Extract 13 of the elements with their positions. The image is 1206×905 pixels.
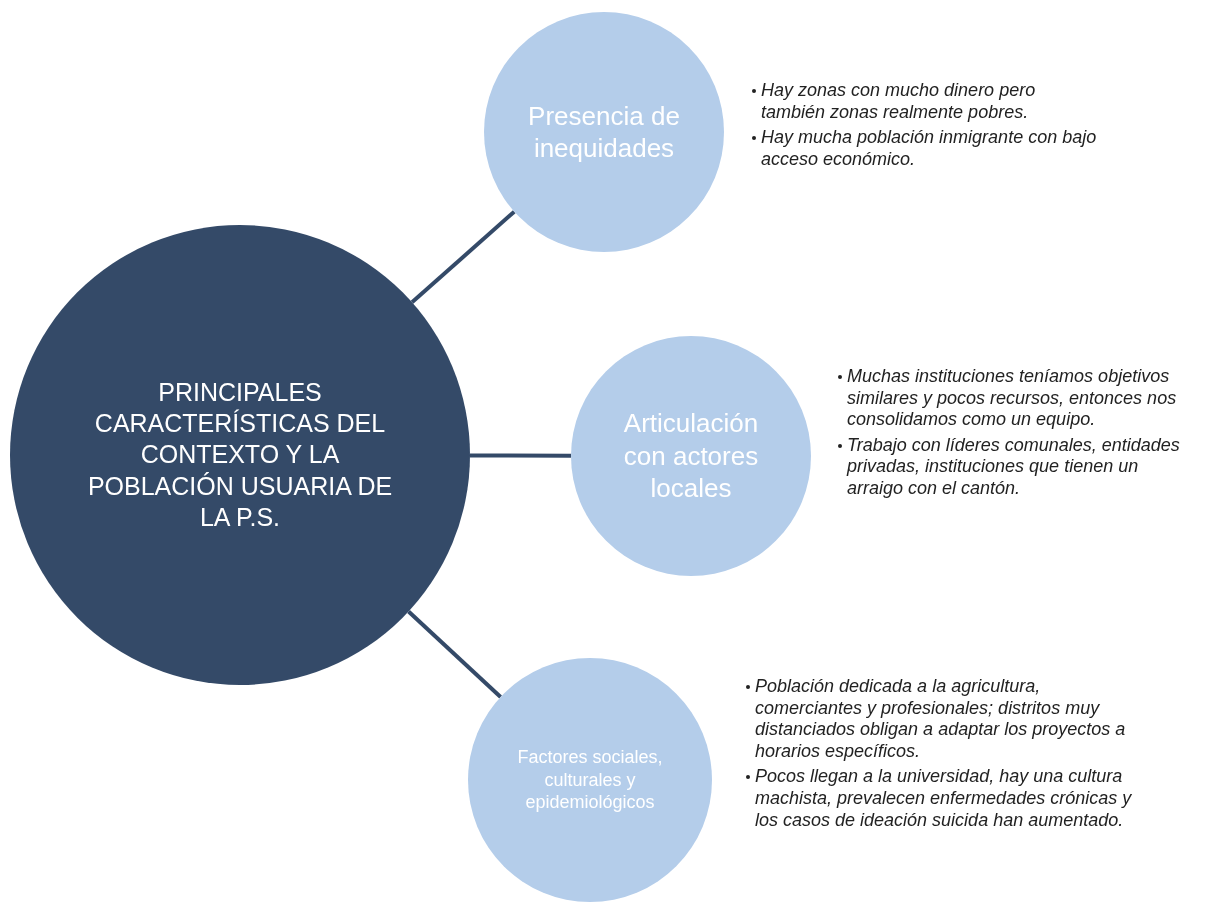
connector-line	[407, 610, 502, 699]
bullet-text: Trabajo con líderes comunales, entidades privadas, instituciones que tienen un arraigo con el cantón.	[847, 434, 1181, 500]
bullet-text: Población dedicada a la agricultura, comerciantes y profesionales; distritos muy distanciados obligan a adaptar los proyectos a horarios específicos.	[755, 676, 1127, 763]
bullet-text: Muchas instituciones teníamos objetivos similares y pocos recursos, entonces nos consolidamos como un equipo.	[847, 366, 1178, 431]
bullet-text: Hay zonas con mucho dinero pero también zonas realmente pobres.	[761, 80, 1037, 124]
circle-label: Factores sociales, culturales y epidemiológicos	[516, 746, 664, 814]
bullet-text: Hay mucha población inmigrante con bajo acceso económico.	[761, 127, 1097, 171]
connector-line	[410, 210, 516, 304]
circle-label: Presencia de inequidades	[527, 99, 681, 165]
circle-label: Articulación con actores locales	[622, 407, 760, 505]
bullet-text: Pocos llegan a la universidad, hay una cultura machista, prevalecen enfermedades crónicas y los casos de ideación suicida han aumentado.	[755, 766, 1133, 832]
circle-label: PRINCIPALES CARACTERÍSTICAS DEL CONTEXTO Y LA POBLACIÓN USUARIA DE LA P.S.	[86, 376, 394, 533]
connector-line	[470, 453, 571, 458]
